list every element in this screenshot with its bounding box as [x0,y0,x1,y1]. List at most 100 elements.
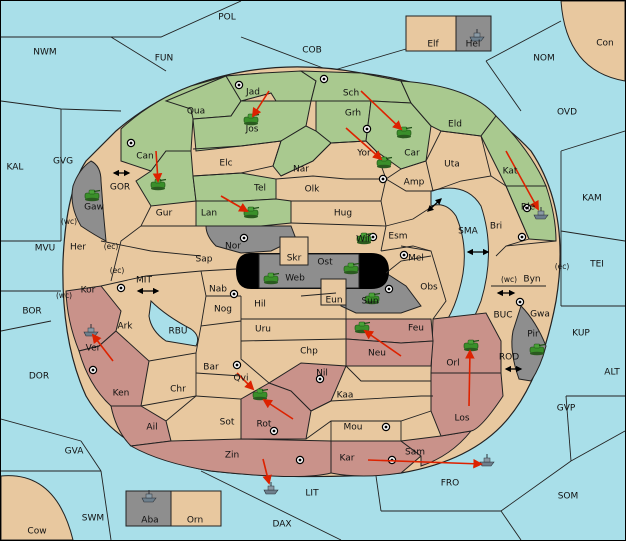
region-nor[interactable] [205,225,297,254]
label-yor: Yor [356,149,371,159]
region-labels: POL NWM FUN COB NOM Con Elf Hel OVD KAL … [7,13,621,537]
label-elf: Elf [427,40,439,50]
label-gur: Gur [156,209,173,219]
label-qvi: Qvi [234,374,249,384]
region-hel[interactable] [455,15,492,52]
move-arrow [91,333,114,362]
supply-center-icon [515,297,525,307]
label-swm: SWM [82,514,104,524]
label-nwm: NWM [33,48,56,58]
region-cow[interactable] [1,475,74,540]
region-skr[interactable] [279,236,309,266]
label-orl: Orl [446,359,459,369]
label-jos: Jos [245,125,259,135]
label-gwa: Gwa [530,310,550,320]
label-gva: GVA [65,447,85,457]
label-elc: Elc [219,159,232,169]
supply-center-icon [232,360,242,370]
supply-center-icon [399,250,409,260]
label-zin: Zin [225,451,239,461]
label-ver: Ver [86,344,101,354]
label-gor: GOR [110,183,130,193]
label-chr: Chr [170,385,186,395]
region-ken[interactable] [78,330,150,407]
label-uru: Uru [255,325,271,335]
label-skr: Skr [287,254,302,264]
label-kat: Kat [503,167,518,177]
supply-center-icon [239,233,249,243]
move-arrow [345,127,383,161]
label-wc: (wc) [61,217,77,226]
label-kaa: Kaa [337,391,354,401]
order-arrows [91,90,539,485]
label-fun: FUN [155,54,174,64]
label-sap: Sap [196,255,213,265]
supply-center-icon [234,80,244,90]
label-dax: DAX [272,520,291,530]
label-lan: Lan [201,209,217,219]
label-pir: Pir [527,330,539,340]
region-ail[interactable] [110,405,172,447]
label-jad: Jad [245,88,260,98]
label-aba: Aba [141,516,158,526]
region-pir[interactable] [511,305,547,382]
label-bri: Bri [490,222,502,232]
move-arrow [236,372,255,391]
label-ovd: OVD [557,108,577,118]
label-rot: Rot [257,420,272,430]
label-sma: SMA [458,227,478,237]
label-ost: Ost [317,258,333,268]
label-hug: Hug [334,209,352,219]
label-esm: Esm [388,232,407,242]
label-nor: Nor [225,242,241,252]
double-arrow-icon [427,198,442,212]
region-orn[interactable] [170,490,222,527]
label-qua: Qua [187,107,205,117]
label-nil: Nil [316,369,328,379]
label-ec: (ec) [555,262,570,271]
label-dor: DOR [29,372,49,382]
region-ver[interactable] [65,285,122,352]
land-boundaries [100,130,557,441]
label-amp: Amp [404,178,425,188]
region-rle[interactable] [505,185,557,242]
supply-center-icon [384,284,394,294]
move-arrow [363,329,402,357]
region-eun[interactable] [320,278,347,306]
label-nab: Nab [209,285,227,295]
label-kar: Kar [340,454,355,464]
label-ec: (ec) [110,266,125,275]
supply-center-icon [378,174,388,184]
move-arrow [505,150,539,211]
label-rbu: RBU [168,327,187,337]
region-neu[interactable] [345,338,434,367]
label-lit: LIT [305,489,319,499]
label-los: Los [454,414,469,424]
label-fro: FRO [441,479,460,489]
region-jos[interactable] [192,100,312,152]
label-can: Can [136,152,154,162]
label-rod: ROD [499,353,519,363]
label-nom: NOM [533,54,555,64]
supply-center-icon [229,289,239,299]
supply-center-icon [126,138,136,148]
label-som: SOM [558,492,579,502]
label-her: Her [70,243,86,253]
region-kar[interactable] [330,440,422,477]
region-con[interactable] [560,1,625,82]
label-mel: Mel [408,254,424,264]
label-orn: Orn [187,516,203,526]
label-sam: Sam [405,448,425,458]
label-eld: Eld [448,120,462,130]
label-tel: Tel [253,184,266,194]
region-grh[interactable] [315,100,372,144]
label-obs: Obs [420,283,438,293]
move-arrow [262,458,272,485]
label-sot: Sot [220,418,235,428]
supply-center-icon [269,426,279,436]
label-car: Car [404,149,420,159]
region-los[interactable] [430,372,504,437]
label-olk: Olk [305,185,321,195]
label-kam: KAM [582,194,602,204]
region-elf[interactable] [405,15,457,52]
